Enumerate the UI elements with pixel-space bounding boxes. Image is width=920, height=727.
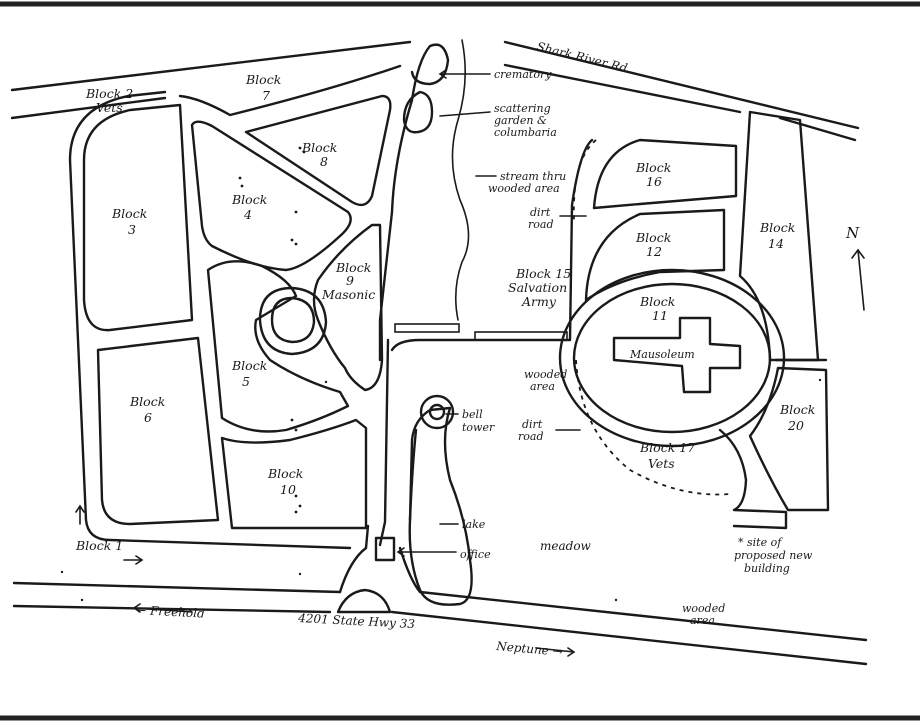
meadow-label: meadow [540, 539, 592, 553]
block-17-road [718, 428, 788, 530]
cross-road-bars [394, 323, 568, 341]
mausoleum-label: Mausoleum [629, 348, 695, 361]
circle-loop [258, 286, 328, 356]
office-label: office [460, 548, 491, 561]
block-12-outline [584, 208, 726, 302]
bell-tower-symbol [419, 394, 455, 430]
lake-inner-road [408, 428, 418, 522]
stream-line [451, 39, 470, 321]
state-hwy-33 [12, 581, 868, 666]
block-16-outline [592, 138, 738, 210]
entrance-loop [336, 588, 392, 614]
block-1-label: Block 1 [75, 538, 123, 553]
mausoleum-building [612, 316, 742, 394]
crematory-label: crematory [494, 68, 552, 81]
lake-label: lake [462, 518, 486, 531]
lake-outline [408, 406, 473, 606]
west-outer-road [68, 90, 352, 550]
annotation-arrows [132, 69, 587, 657]
address-label: 4201 State Hwy 33 [297, 611, 416, 631]
block-10-outline [220, 418, 368, 530]
block-20-outline [748, 366, 830, 512]
shark-river-road [10, 40, 860, 142]
block-4-outline [190, 120, 352, 272]
block-7-road [178, 64, 402, 117]
compass-north-label: N [845, 224, 860, 242]
grave-markers [60, 146, 822, 602]
block-3-outline [82, 103, 194, 332]
block-8-outline [244, 94, 392, 207]
neptune-label: Neptune → [495, 639, 564, 659]
north-arrow [851, 248, 865, 311]
block-1-arrows [75, 504, 144, 565]
block-5-outline [206, 260, 350, 433]
dirt-roads [572, 139, 731, 496]
block-9-outline [312, 223, 384, 392]
freehold-label: ← Freehold [136, 603, 206, 621]
office-symbol [374, 536, 396, 562]
block-6-outline [96, 336, 220, 526]
